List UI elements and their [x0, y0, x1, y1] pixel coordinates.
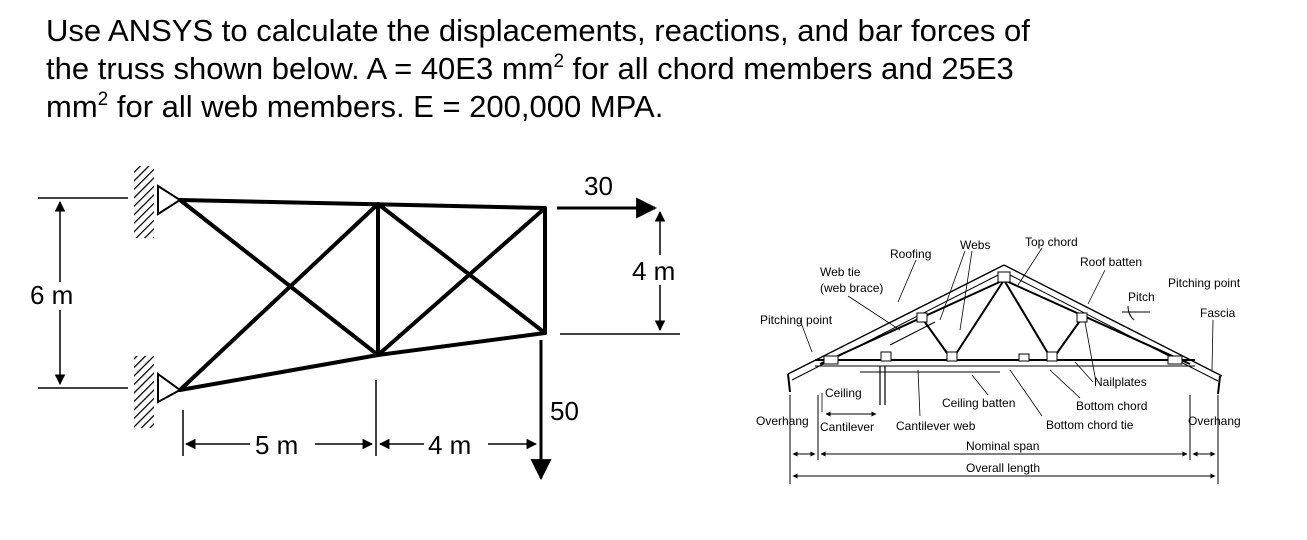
superscript: 2 [553, 51, 565, 72]
label-fascia: Fascia [1200, 306, 1236, 320]
label-pitch: Pitch [1128, 290, 1155, 304]
top-chord-right [1003, 279, 1191, 365]
nailplate [997, 271, 1011, 283]
label-web-brace: (web brace) [820, 281, 883, 295]
label-web-tie: Web tie [820, 265, 861, 279]
label-overhang-right: Overhang [1188, 414, 1241, 428]
label-nailplates: Nailplates [1094, 375, 1147, 389]
problem-statement: Use ANSYS to calculate the displacements… [46, 12, 1246, 126]
label-bottom-chord: Bottom chord [1076, 399, 1147, 413]
leader-line [1049, 369, 1081, 399]
roof-truss-diagram [787, 247, 1223, 484]
label-roofing: Roofing [890, 247, 931, 261]
leader-line [917, 369, 921, 417]
leader-line [1017, 247, 1043, 286]
label-nominal-span: Nominal span [966, 439, 1039, 453]
label-top-chord: Top chord [1025, 235, 1078, 249]
problem-line-1: Use ANSYS to calculate the displacements… [46, 13, 1030, 48]
label-overall-length: Overall length [966, 461, 1040, 475]
fascia-left [787, 373, 791, 393]
label-ceiling: Ceiling [825, 386, 862, 400]
diagonal-3 [376, 202, 547, 335]
pin-support-top [157, 184, 182, 216]
leader-line [1074, 361, 1094, 383]
fascia-right [1217, 375, 1221, 395]
wall-hatch-bottom [134, 356, 154, 428]
leader-line [971, 374, 989, 396]
roofing-right [1003, 264, 1223, 377]
height-label-right: 4 m [632, 256, 675, 286]
nailplate [946, 351, 958, 362]
nailplate [823, 355, 839, 365]
span-label-left: 5 m [255, 430, 298, 460]
top-chord [178, 198, 547, 210]
label-cantilever-web: Cantilever web [896, 419, 976, 433]
label-pitching-point-left: Pitching point [760, 313, 833, 327]
leader-line [1009, 369, 1043, 417]
problem-line-2: the truss shown below. A = 40E3 mm [46, 51, 554, 86]
load-label-vertical: 50 [550, 396, 579, 426]
nailplate [1167, 355, 1183, 365]
leader-line [799, 319, 813, 353]
leader-line [847, 295, 901, 331]
problem-line-3-rest: for all web members. E = 200,000 MPA. [108, 89, 664, 124]
problem-line-2-rest: for all chord members and 25E3 [564, 51, 1014, 86]
label-bottom-chord-tie: Bottom chord tie [1046, 418, 1134, 432]
bottom-chord-left [178, 353, 380, 392]
label-webs: Webs [960, 238, 990, 252]
height-label-left: 6 m [30, 280, 73, 310]
web-tie-line [889, 321, 936, 346]
label-roof-batten: Roof batten [1080, 255, 1142, 269]
nailplate [1018, 353, 1030, 362]
label-ceiling-batten: Ceiling batten [942, 396, 1015, 410]
truss-diagram: 30 50 6 m 4 m 5 m 4 m [30, 166, 680, 481]
nailplate [1076, 312, 1088, 323]
span-label-right: 4 m [428, 430, 471, 460]
pin-support-bottom [157, 372, 182, 404]
leader-line [1084, 321, 1097, 383]
pitch-symbol [1122, 305, 1150, 321]
leader-line [959, 250, 973, 331]
top-chord-left [819, 279, 1005, 365]
diagonal-2 [178, 202, 380, 392]
leader-line [939, 250, 966, 321]
label-overhang-left: Overhang [756, 414, 809, 428]
nailplate [916, 312, 928, 323]
label-pitching-point-right: Pitching point [1168, 276, 1241, 290]
label-cantilever: Cantilever [820, 420, 874, 434]
superscript: 2 [97, 89, 109, 110]
web-2 [951, 279, 1005, 361]
nailplate [1046, 351, 1058, 362]
problem-line-3: mm [46, 89, 98, 124]
web-3 [1003, 279, 1053, 361]
diagonal-1 [178, 198, 380, 357]
leader-line [897, 259, 917, 303]
nailplate [880, 351, 892, 362]
diagonal-4 [376, 206, 547, 357]
leader-line [1087, 269, 1106, 305]
wall-hatch-top [134, 166, 154, 238]
load-label-horizontal: 30 [584, 171, 613, 201]
leader-line [1211, 319, 1214, 371]
bottom-chord-right [376, 331, 547, 357]
